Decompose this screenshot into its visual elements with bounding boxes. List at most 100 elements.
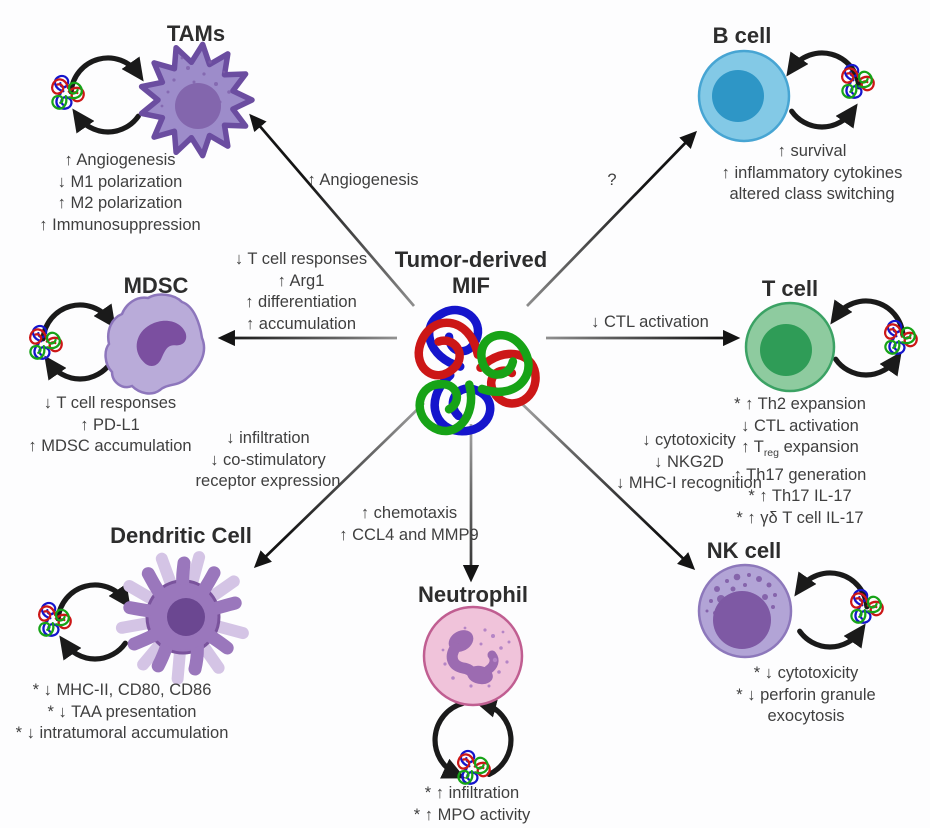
nk-effect: * ↓ perforin granule xyxy=(736,685,876,704)
mif-icon-dc xyxy=(34,597,75,639)
treg-subscript: reg xyxy=(763,447,779,459)
neutrophil-loop-arrow xyxy=(432,700,466,779)
mdsc-effect: ↑ PD-L1 xyxy=(80,415,140,434)
bcell-effects: ↑ survival ↑ inflammatory cytokines alte… xyxy=(722,141,903,206)
bcell-cell xyxy=(697,49,791,143)
tcell-effect: * ↑ Th17 IL-17 xyxy=(748,487,852,505)
treg-suffix: expansion xyxy=(779,438,859,456)
dc-arrow-label-line: receptor expression xyxy=(195,472,341,490)
tams-arrow-label: ↑ Angiogenesis xyxy=(307,171,419,189)
nk-granules xyxy=(705,573,777,615)
tams-effect: ↑ Immunosuppression xyxy=(39,215,201,234)
mdsc-arrow-label-line: ↑ differentiation xyxy=(245,293,357,311)
tams-loop-arrow xyxy=(72,108,141,135)
mdsc-loop-arrow xyxy=(40,302,116,342)
tams-effect: ↓ M1 polarization xyxy=(57,172,183,191)
tams-effect: ↑ M2 polarization xyxy=(57,194,183,212)
tams-label: TAMs xyxy=(166,21,226,46)
tcell-loop-arrow xyxy=(833,351,902,378)
treg-prefix: ↑ T xyxy=(741,438,764,456)
tcell-nucleus xyxy=(760,324,812,376)
center-title: Tumor-derived MIF xyxy=(395,247,547,299)
mdsc-nucleus xyxy=(136,320,187,366)
center-title-line2: MIF xyxy=(452,273,490,298)
arrow-to-bcell xyxy=(526,130,698,307)
bcell-nucleus xyxy=(712,70,764,122)
tcell-effect: * ↑ Th2 expansion xyxy=(734,395,866,413)
neutrophil-arrow-label-line: ↑ CCL4 and MMP9 xyxy=(339,525,479,544)
bcell-label: B cell xyxy=(712,23,772,48)
nk-label: NK cell xyxy=(706,538,782,563)
tams-effects: ↑ Angiogenesis ↓ M1 polarization ↑ M2 po… xyxy=(39,150,200,236)
mdsc-arrow-label-line: ↑ Arg1 xyxy=(277,271,325,290)
nk-effect: exocytosis xyxy=(767,707,845,725)
radiating-arrows xyxy=(217,113,741,583)
mdsc-cell xyxy=(104,293,206,395)
tams-effect: ↑ Angiogenesis xyxy=(64,151,176,169)
dc-loop-arrow xyxy=(55,582,131,622)
mdsc-arrow-label-line: ↓ T cell responses xyxy=(234,250,368,268)
arrow-to-dc xyxy=(253,402,425,569)
dc-cell xyxy=(115,551,249,685)
tcell-effect: * ↑ γδ T cell IL-17 xyxy=(736,508,864,527)
nk-arrow-label-line: ↓ MHC-I recognition xyxy=(616,474,762,492)
nk-arrow-label: ↓ cytotoxicity ↓ NKG2D ↓ MHC-I recogniti… xyxy=(616,430,762,495)
mif-icon-tcell xyxy=(880,315,921,357)
tcell-effect-treg: ↑ Treg expansion xyxy=(734,437,867,465)
arrow-to-tams xyxy=(249,113,416,307)
nk-effects: * ↓ cytotoxicity * ↓ perforin granule ex… xyxy=(736,663,875,728)
neutrophil-effect: * ↑ infiltration xyxy=(424,784,520,802)
dc-effects: * ↓ MHC-II, CD80, CD86 * ↓ TAA presentat… xyxy=(16,680,229,745)
mif-protein-structure xyxy=(406,295,547,438)
dc-label: Dendritic Cell xyxy=(110,523,252,548)
autocrine-loops xyxy=(40,50,906,779)
mdsc-effects: ↓ T cell responses ↑ PD-L1 ↑ MDSC accumu… xyxy=(28,393,191,458)
dc-nucleus xyxy=(167,598,205,636)
mif-icon-neutrophil xyxy=(453,745,494,787)
mdsc-arrow-label-line: ↑ accumulation xyxy=(245,314,357,333)
mdsc-effect: ↑ MDSC accumulation xyxy=(28,437,192,455)
tcell-effects: * ↑ Th2 expansion ↓ CTL activation ↑ Tre… xyxy=(734,394,867,529)
tams-loop-arrow xyxy=(68,55,144,95)
tcell-effect: ↑ Th17 generation xyxy=(733,465,867,484)
mdsc-loop-arrow xyxy=(44,355,113,382)
neutrophil-label: Neutrophil xyxy=(418,582,528,607)
mdsc-label: MDSC xyxy=(123,273,189,298)
neutrophil-arrow-label: ↑ chemotaxis ↑ CCL4 and MMP9 xyxy=(339,503,478,546)
nk-effect: * ↓ cytotoxicity xyxy=(753,664,859,682)
bcell-loop-arrow xyxy=(789,103,858,130)
dc-arrow-label-line: ↓ co-stimulatory xyxy=(210,450,326,469)
nk-nucleus xyxy=(713,591,771,649)
tcell-label: T cell xyxy=(761,276,819,301)
mdsc-arrow-label: ↓ T cell responses ↑ Arg1 ↑ differentiat… xyxy=(235,249,367,335)
nk-loop-arrow xyxy=(797,623,866,650)
dc-arrow-label: ↓ infiltration ↓ co-stimulatory receptor… xyxy=(196,428,341,493)
bcell-effect: ↑ survival xyxy=(777,142,847,160)
tam-nucleus xyxy=(175,83,221,129)
nk-cell xyxy=(697,563,793,659)
dc-loop-arrow xyxy=(59,635,128,662)
dc-effect: * ↓ intratumoral accumulation xyxy=(15,724,229,742)
tcell-arrow-label: ↓ CTL activation xyxy=(591,313,709,331)
tcell-effect: ↓ CTL activation xyxy=(741,416,859,435)
arrow-to-nk xyxy=(518,400,696,570)
neutrophil-granules xyxy=(441,626,511,688)
neutrophil-nucleus xyxy=(446,630,499,685)
nk-arrow-label-line: ↓ cytotoxicity xyxy=(642,431,736,449)
center-title-line1: Tumor-derived xyxy=(394,247,548,272)
dc-effect: * ↓ MHC-II, CD80, CD86 xyxy=(32,681,212,699)
nk-arrow-label-line: ↓ NKG2D xyxy=(654,452,724,471)
mdsc-effect: ↓ T cell responses xyxy=(43,394,177,412)
neutrophil-loop-arrow xyxy=(473,696,514,777)
mif-icon-tams xyxy=(47,70,88,112)
neutrophil-effects: * ↑ infiltration * ↑ MPO activity xyxy=(414,783,530,826)
neutrophil-arrow-label-line: ↑ chemotaxis xyxy=(360,504,458,522)
tcell-cell xyxy=(744,301,836,393)
bcell-effect: ↑ inflammatory cytokines xyxy=(721,163,903,182)
neutrophil-cell xyxy=(422,605,524,707)
neutrophil-effect: * ↑ MPO activity xyxy=(413,805,531,824)
dc-arrow-label-line: ↓ infiltration xyxy=(226,429,310,447)
bcell-effect: altered class switching xyxy=(729,185,895,203)
